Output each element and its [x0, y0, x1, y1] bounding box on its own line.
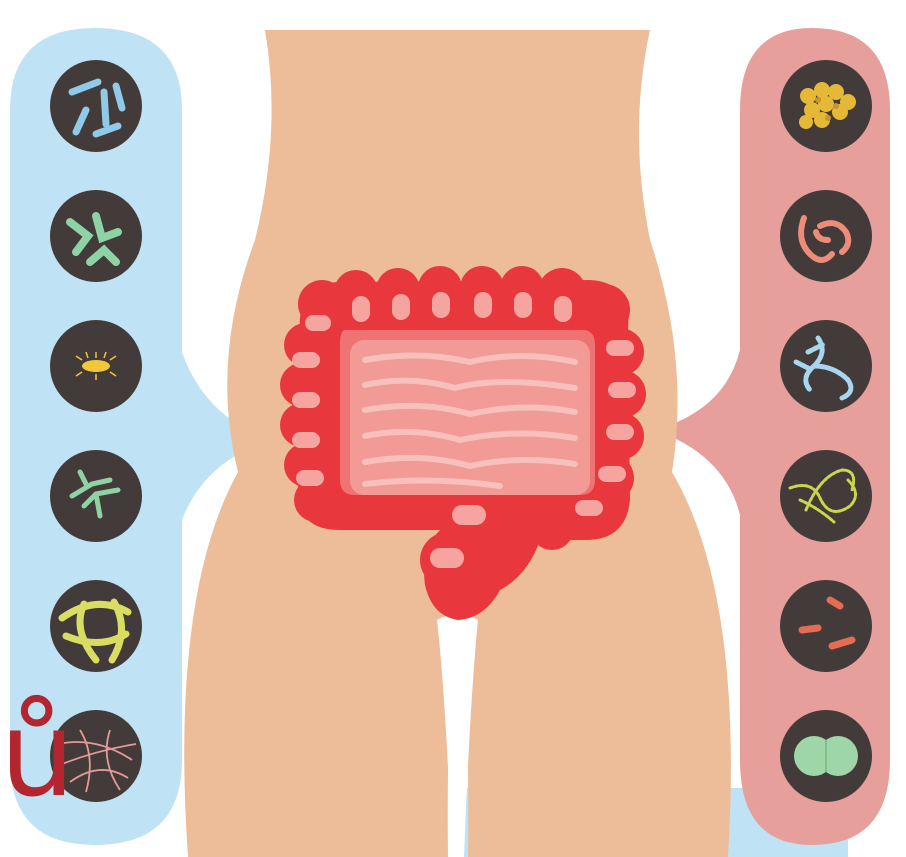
green-branched-bacteria-icon[interactable] — [50, 190, 142, 282]
yellow-flagellated-bacterium-icon[interactable] — [50, 320, 142, 412]
blue-rod-bacteria-icon[interactable] — [50, 60, 142, 152]
yellow-cluster-bacteria-icon[interactable] — [780, 60, 872, 152]
overlay-glyph: ů — [0, 695, 75, 813]
blue-chain-bacteria-icon[interactable] — [780, 320, 872, 412]
yellow-curved-rod-bacteria-icon[interactable] — [50, 580, 142, 672]
green-spiral-chain-bacteria-icon[interactable] — [780, 450, 872, 542]
green-y-shaped-bacteria-icon[interactable] — [50, 450, 142, 542]
pink-chain-bacteria-icon[interactable] — [780, 190, 872, 282]
small-intestine — [350, 340, 590, 495]
green-diplococcus-bacteria-icon[interactable] — [780, 710, 872, 802]
red-rod-bacteria-icon[interactable] — [780, 580, 872, 672]
